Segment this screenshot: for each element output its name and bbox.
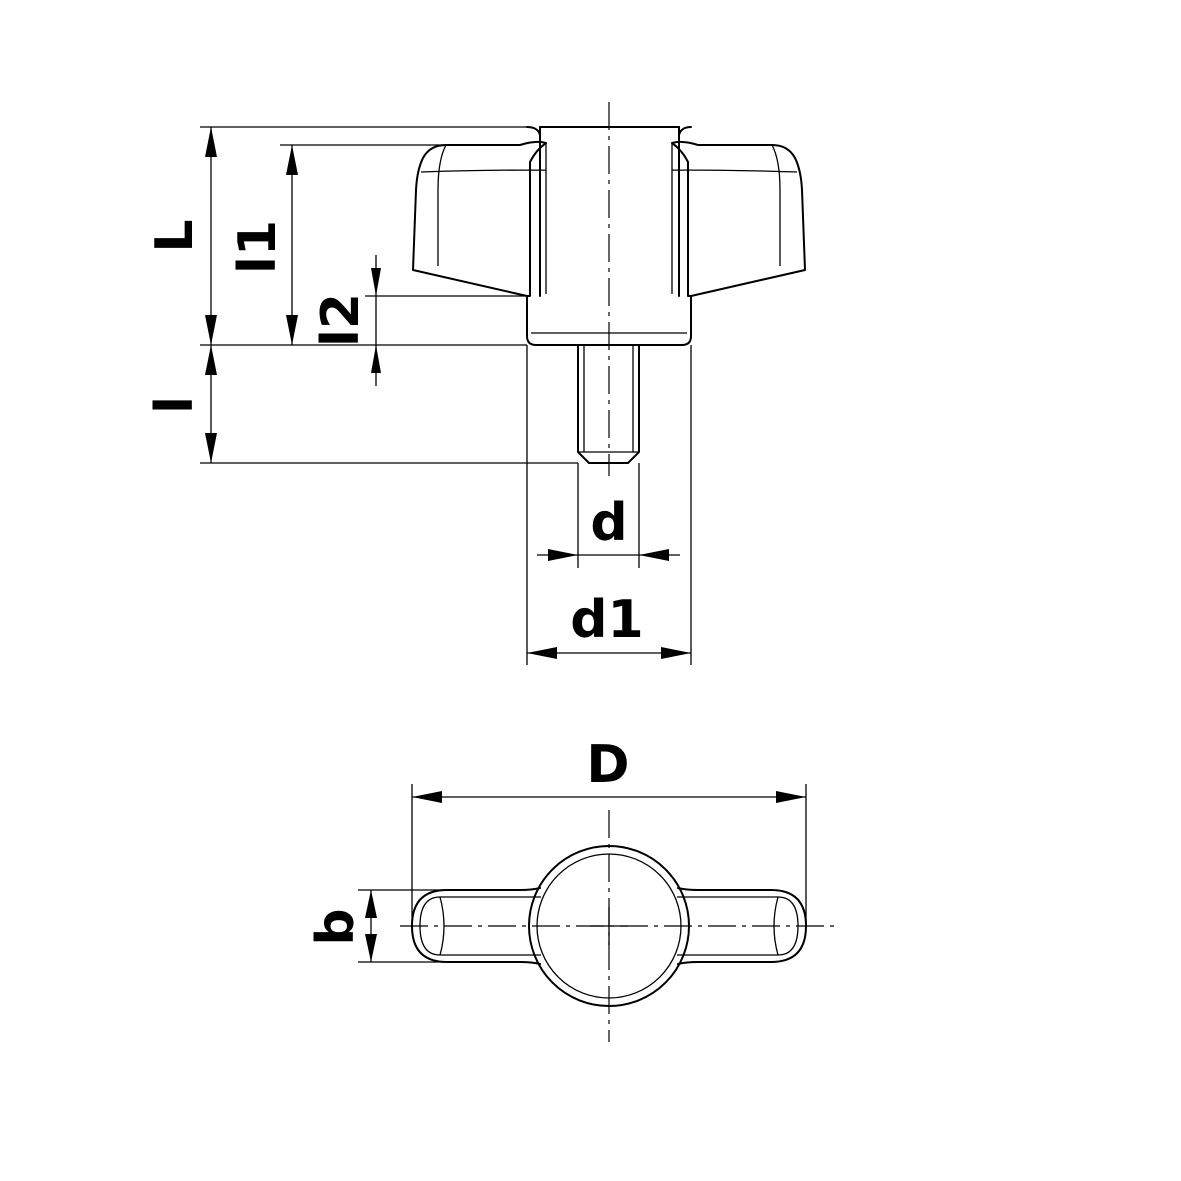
- side-view: [412, 102, 806, 476]
- top-view: [400, 810, 840, 1042]
- arrow-D-left: [412, 791, 442, 803]
- stud-outline: [577, 344, 640, 464]
- label-L: L: [145, 219, 205, 252]
- arrow-d1-right: [661, 647, 691, 659]
- arrow-l2-bottom: [371, 345, 381, 373]
- hub-inner-circle: [536, 853, 682, 999]
- arrow-D-right: [776, 791, 806, 803]
- top-dimensions: D b: [306, 735, 807, 963]
- hub-outer-circle: [528, 845, 690, 1007]
- arrow-l1-top: [286, 145, 298, 175]
- arrow-b-top: [365, 890, 377, 918]
- hub-top: [526, 126, 692, 136]
- arrow-l-top: [205, 345, 217, 375]
- top-left-wing-inner: [419, 896, 541, 956]
- arrow-d-left: [548, 549, 578, 561]
- label-d: d: [590, 493, 627, 553]
- top-right-wing-inner: [677, 896, 799, 956]
- left-wing: [412, 140, 547, 297]
- arrow-l2-top: [371, 268, 381, 296]
- label-l: l: [145, 396, 205, 414]
- label-l2: l2: [311, 293, 371, 347]
- arrow-l1-bottom: [286, 315, 298, 345]
- arrow-L-top: [205, 127, 217, 157]
- label-b: b: [306, 908, 366, 945]
- right-wing: [671, 140, 806, 297]
- arrow-L-bottom: [205, 315, 217, 345]
- arrow-d-right: [639, 549, 669, 561]
- hub-outline: [526, 295, 692, 346]
- side-dimensions: L l1 l2 l d d1: [145, 126, 692, 665]
- label-l1: l1: [228, 220, 288, 274]
- label-D: D: [586, 735, 629, 795]
- arrow-d1-left: [527, 647, 557, 659]
- arrow-b-bottom: [365, 934, 377, 962]
- left-wing-inner: [420, 143, 547, 294]
- arrow-l-bottom: [205, 433, 217, 463]
- label-d1: d1: [570, 590, 643, 650]
- right-wing-inner: [671, 143, 798, 294]
